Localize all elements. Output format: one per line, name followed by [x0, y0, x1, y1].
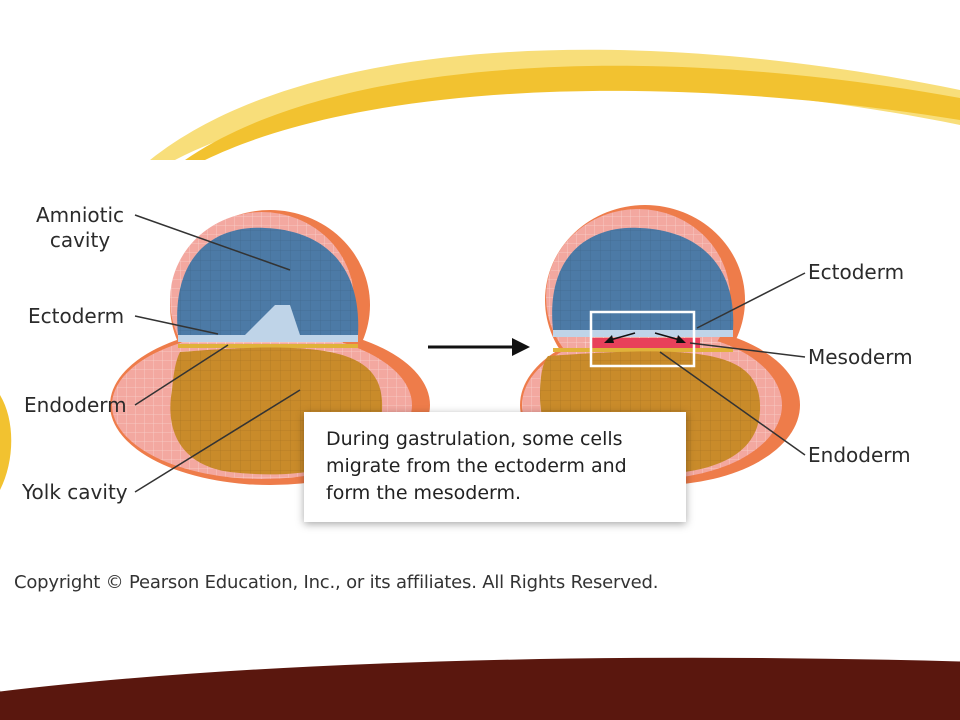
label-endoderm-left: Endoderm [24, 393, 127, 417]
label-ectoderm-right: Ectoderm [808, 260, 905, 284]
label-ectoderm-left: Ectoderm [28, 304, 125, 328]
caption-text: During gastrulation, some cells migrate … [326, 428, 627, 504]
label-yolk-cavity: Yolk cavity [22, 480, 128, 504]
footer-band [0, 654, 960, 720]
label-amniotic-cavity: Amniotic cavity [36, 203, 125, 252]
copyright-text: Copyright © Pearson Education, Inc., or … [14, 572, 659, 593]
highlight-box [589, 310, 696, 368]
label-endoderm-right: Endoderm [808, 443, 911, 467]
leader-lines-left [134, 214, 301, 493]
label-mesoderm: Mesoderm [808, 345, 913, 369]
process-arrow [428, 338, 530, 356]
left-stripe [0, 395, 12, 490]
caption-box: During gastrulation, some cells migrate … [304, 412, 686, 522]
embryo-left [110, 210, 430, 485]
top-swoosh [150, 49, 960, 160]
leader-lines-right [659, 272, 806, 456]
migration-arrows [604, 332, 686, 343]
